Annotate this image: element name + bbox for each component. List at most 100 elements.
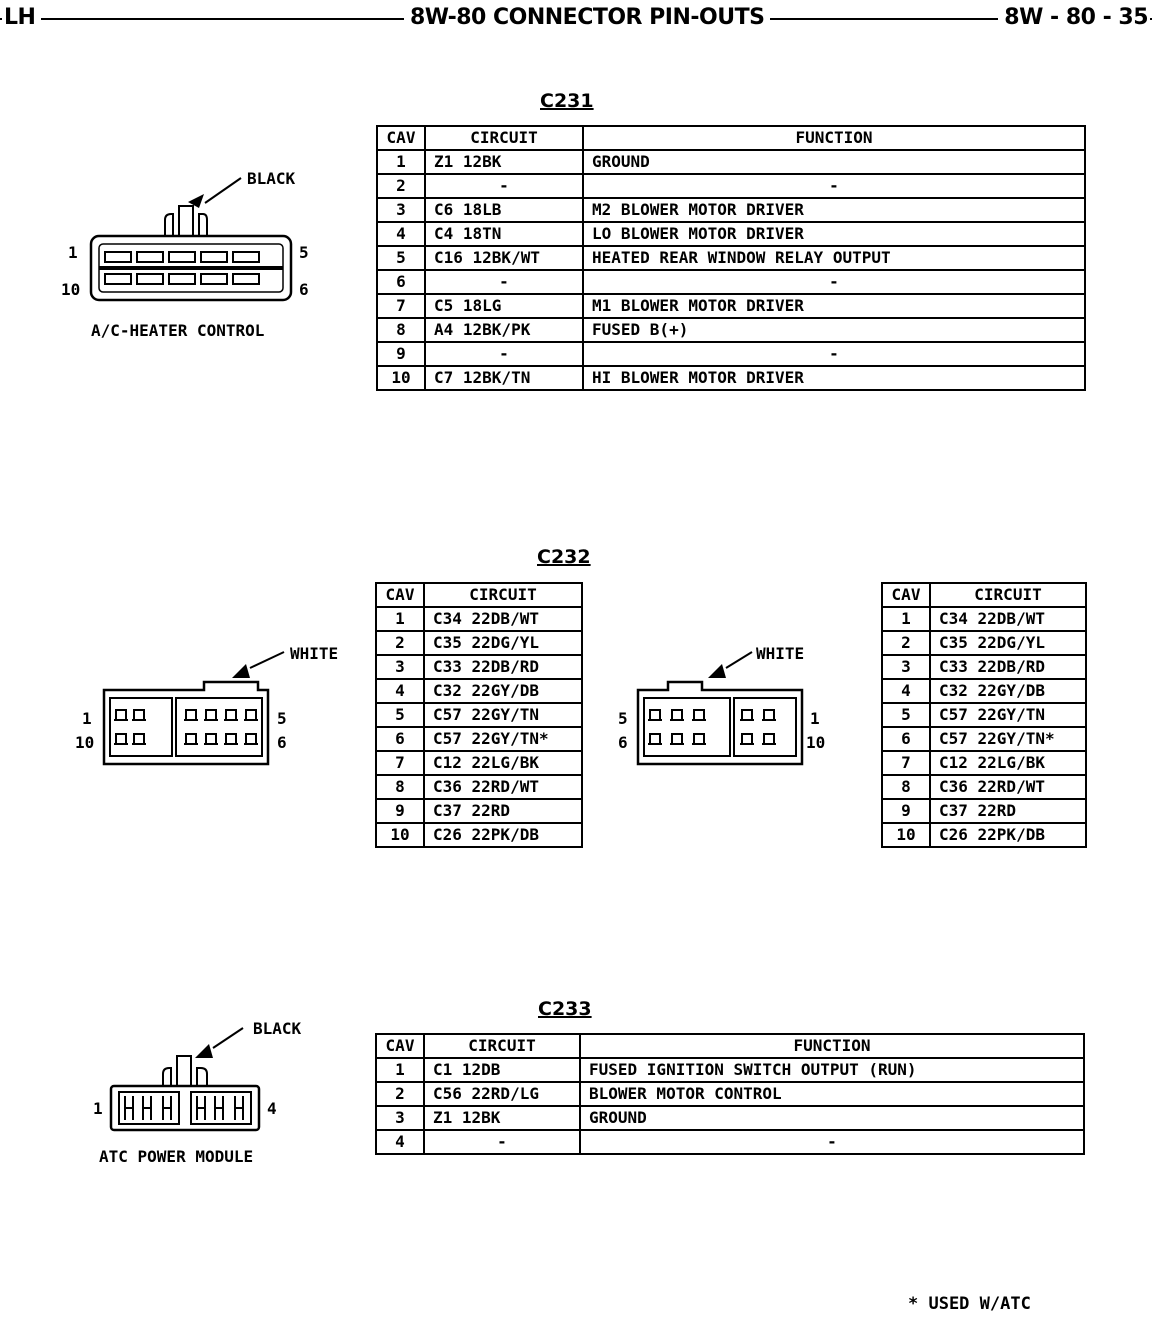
table-row: 9-- xyxy=(376,341,1086,367)
table-header-row: CAV CIRCUIT FUNCTION xyxy=(375,1033,1085,1059)
column-header-cav: CAV xyxy=(375,582,425,608)
function-cell: GROUND xyxy=(582,149,1086,175)
cav-cell: 1 xyxy=(881,606,931,632)
circuit-cell: - xyxy=(424,173,584,199)
cav-cell: 9 xyxy=(375,798,425,824)
cav-cell: 7 xyxy=(376,293,426,319)
c232-left-leader-arrow xyxy=(232,664,250,678)
c232-right-color-label: WHITE xyxy=(756,644,804,663)
c233-leader-arrow xyxy=(195,1044,213,1058)
function-cell: GROUND xyxy=(579,1105,1085,1131)
function-cell: BLOWER MOTOR CONTROL xyxy=(579,1081,1085,1107)
cav-cell: 4 xyxy=(881,678,931,704)
section-code: LH xyxy=(2,4,42,32)
connector-title-c231: C231 xyxy=(540,90,594,112)
circuit-cell: C37 22RD xyxy=(929,798,1087,824)
connector-title-c232: C232 xyxy=(537,546,591,568)
circuit-cell: C32 22GY/DB xyxy=(929,678,1087,704)
column-header-circuit: CIRCUIT xyxy=(423,1033,581,1059)
c231-connector-diagram: BLACK 1 5 10 6 A/C-HEATER CONTROL xyxy=(61,169,309,340)
circuit-cell: - xyxy=(423,1129,581,1155)
cav-cell: 3 xyxy=(375,1105,425,1131)
c233-pin-label-1: 1 xyxy=(93,1099,103,1118)
cav-cell: 5 xyxy=(375,702,425,728)
cav-cell: 3 xyxy=(881,654,931,680)
circuit-cell: C16 12BK/WT xyxy=(424,245,584,271)
cav-cell: 1 xyxy=(375,1057,425,1083)
footnote: * USED W/ATC xyxy=(908,1294,1031,1314)
cav-cell: 5 xyxy=(376,245,426,271)
c231-pin-label-5: 5 xyxy=(299,243,309,262)
cav-cell: 2 xyxy=(375,630,425,656)
c233-pin-label-4: 4 xyxy=(267,1099,277,1118)
function-cell: M2 BLOWER MOTOR DRIVER xyxy=(582,197,1086,223)
circuit-cell: A4 12BK/PK xyxy=(424,317,584,343)
c231-latch xyxy=(178,205,194,237)
c231-pin-label-1: 1 xyxy=(68,243,78,262)
circuit-cell: C33 22DB/RD xyxy=(423,654,583,680)
c233-color-label: BLACK xyxy=(253,1019,302,1038)
cav-cell: 7 xyxy=(881,750,931,776)
circuit-cell: C57 22GY/TN xyxy=(423,702,583,728)
table-row: 6-- xyxy=(376,269,1086,295)
cav-cell: 1 xyxy=(376,149,426,175)
function-cell: - xyxy=(582,173,1086,199)
c232-left-color-label: WHITE xyxy=(290,644,338,663)
circuit-cell: C7 12BK/TN xyxy=(424,365,584,391)
cav-cell: 5 xyxy=(881,702,931,728)
circuit-cell: C56 22RD/LG xyxy=(423,1081,581,1107)
function-cell: FUSED IGNITION SWITCH OUTPUT (RUN) xyxy=(579,1057,1085,1083)
circuit-cell: C5 18LG xyxy=(424,293,584,319)
circuit-cell: C57 22GY/TN xyxy=(929,702,1087,728)
circuit-cell: Z1 12BK xyxy=(423,1105,581,1131)
circuit-cell: C1 12DB xyxy=(423,1057,581,1083)
function-cell: FUSED B(+) xyxy=(582,317,1086,343)
cav-cell: 9 xyxy=(881,798,931,824)
circuit-cell: C37 22RD xyxy=(423,798,583,824)
cav-cell: 3 xyxy=(376,197,426,223)
function-cell: LO BLOWER MOTOR DRIVER xyxy=(582,221,1086,247)
circuit-cell: C26 22PK/DB xyxy=(423,822,583,848)
c233-component-label: ATC POWER MODULE xyxy=(99,1147,253,1166)
c233-connector-diagram: BLACK 1 4 ATC POWER MODULE xyxy=(93,1019,302,1166)
circuit-cell: - xyxy=(424,269,584,295)
cav-cell: 9 xyxy=(376,341,426,367)
circuit-cell: C12 22LG/BK xyxy=(423,750,583,776)
circuit-cell: - xyxy=(424,341,584,367)
c231-leader-line xyxy=(204,177,242,204)
cav-cell: 10 xyxy=(881,822,931,848)
c232-left-pin-label-6: 6 xyxy=(277,733,287,752)
circuit-cell: C4 18TN xyxy=(424,221,584,247)
cav-cell: 8 xyxy=(375,774,425,800)
c232-right-pin-label-5: 5 xyxy=(618,709,628,728)
cav-cell: 2 xyxy=(375,1081,425,1107)
c232-right-pin-label-1: 1 xyxy=(810,709,820,728)
cav-cell: 6 xyxy=(375,726,425,752)
circuit-cell: C57 22GY/TN* xyxy=(423,726,583,752)
cav-cell: 4 xyxy=(375,1129,425,1155)
c232-right-pin-label-10: 10 xyxy=(806,733,825,752)
column-header-circuit: CIRCUIT xyxy=(424,125,584,151)
column-header-circuit: CIRCUIT xyxy=(423,582,583,608)
